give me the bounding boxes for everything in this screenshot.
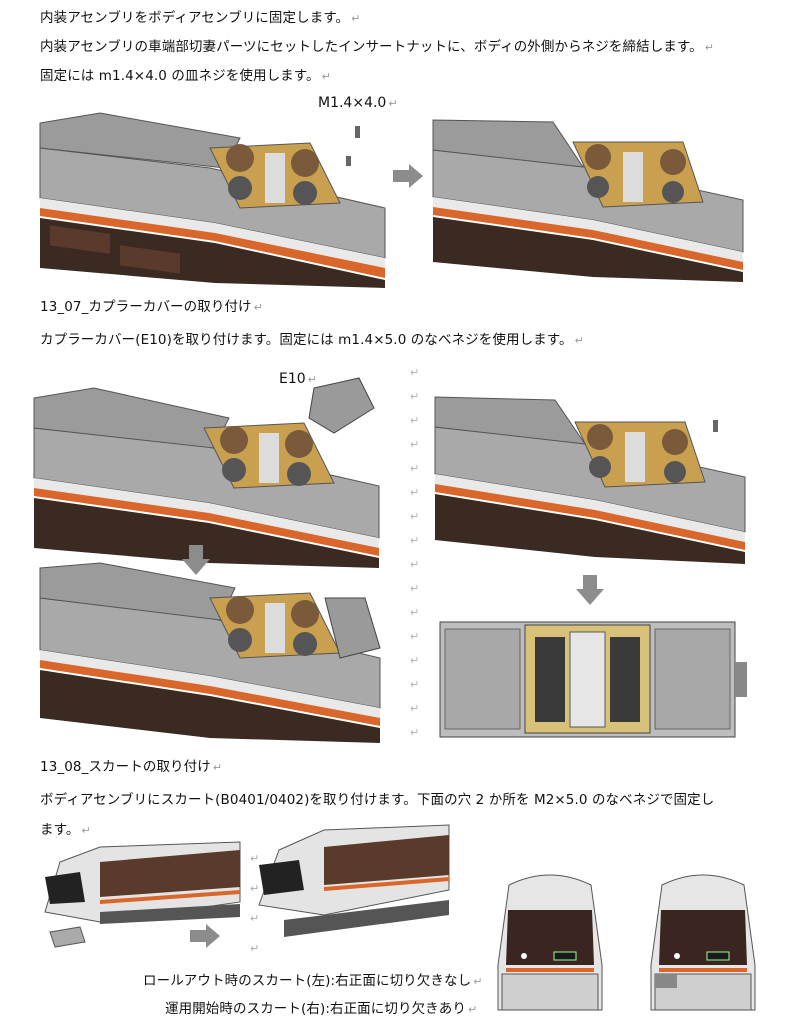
text-line-3: 固定には m1.4×4.0 の皿ネジを使用します。↵ (40, 68, 331, 84)
front-view-left (497, 874, 603, 1011)
text-line-1: 内装アセンブリをボディアセンブリに固定します。↵ (40, 10, 361, 26)
return-mark-d: ↵ (250, 942, 260, 955)
car-figure-2a (33, 377, 380, 568)
car-figure-2b (434, 396, 746, 564)
caption-operation-skirt: 運用開始時のスカート(右):右正面に切り欠きあり↵ (165, 1001, 478, 1017)
part-label-e10: E10↵ (279, 371, 317, 387)
car-figure-3a (39, 562, 381, 743)
arrow-right-1 (393, 164, 423, 188)
caption-rollout-skirt: ロールアウト時のスカート(左):右正面に切り欠きなし↵ (143, 973, 483, 989)
arrow-down-1 (182, 545, 210, 575)
car-figure-1a (39, 112, 386, 288)
section-heading-13-07: 13_07_カプラーカバーの取り付け↵ (40, 299, 263, 315)
front-view-right (650, 874, 756, 1011)
return-marks-column: ↵↵↵ ↵↵↵ ↵↵↵ ↵↵↵ ↵↵↵ ↵ (410, 366, 420, 739)
text-line-2: 内装アセンブリの車端部切妻パーツにセットしたインサートナットに、ボディの外側から… (40, 39, 715, 55)
return-mark-b: ↵ (250, 882, 260, 895)
section-heading-13-08: 13_08_スカートの取り付け↵ (40, 759, 223, 775)
arrow-right-2 (190, 924, 220, 948)
arrow-down-2 (576, 575, 604, 605)
front-figure-1 (44, 841, 241, 948)
screw-label: M1.4×4.0↵ (318, 95, 398, 111)
front-figure-2 (258, 824, 450, 937)
return-mark-a: ↵ (250, 852, 260, 865)
underside-figure (439, 621, 747, 738)
text-line-4: カプラーカバー(E10)を取り付けます。固定には m1.4×5.0 のなべネジを… (40, 332, 584, 348)
return-mark-c: ↵ (250, 912, 260, 925)
text-line-6: ます。↵ (40, 822, 91, 838)
car-figure-1b (432, 119, 744, 282)
text-line-5: ボディアセンブリにスカート(B0401/0402)を取り付けます。下面の穴 2 … (40, 792, 715, 808)
